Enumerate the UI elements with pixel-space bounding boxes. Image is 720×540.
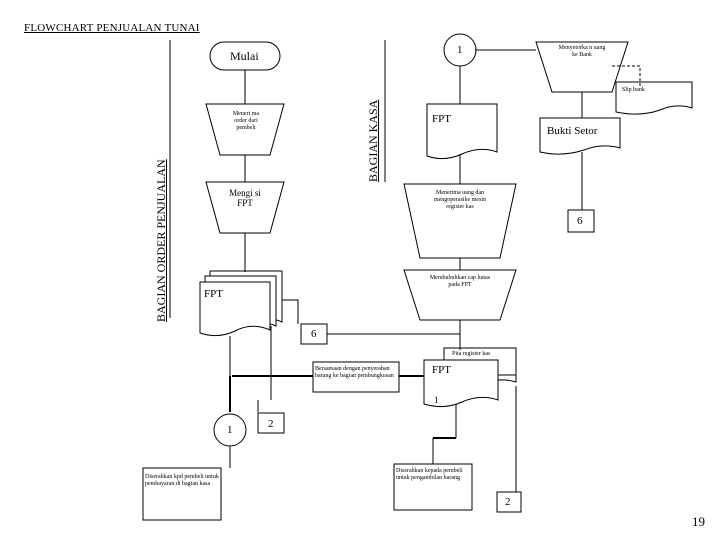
connector-1-label: 1 bbox=[227, 424, 233, 436]
fill-fpt-manual-op bbox=[205, 181, 285, 234]
fpt-doc-front bbox=[199, 281, 271, 337]
page-title: FLOWCHART PENJUALAN TUNAI bbox=[24, 22, 200, 34]
kasa-fpt-label: FPT bbox=[432, 113, 451, 125]
lane-label-kasa: BAGIAN KASA bbox=[366, 99, 380, 182]
receive-order-label: Meneri ma order dari pembeli bbox=[232, 111, 260, 131]
kasa-fpt-doc-2 bbox=[423, 359, 499, 408]
flow-line bbox=[282, 299, 299, 324]
send-note-label: Diserahkan kpd pembeli untuk pembayaran … bbox=[145, 474, 219, 487]
stamp-manual-op bbox=[403, 269, 517, 321]
slip-doc bbox=[615, 81, 693, 115]
proof-doc bbox=[539, 117, 621, 155]
proof-label: Bukti Setor bbox=[547, 125, 598, 137]
connector-6-label: 6 bbox=[311, 328, 317, 340]
flow-line-dashed bbox=[612, 65, 641, 88]
register-strip-label: Pita register kas bbox=[452, 351, 491, 357]
kasa-off-page-connector-2 bbox=[496, 491, 522, 513]
stamp-label: Membubuhkan cap lunas pada FPT bbox=[429, 275, 491, 288]
off-page-connector-2 bbox=[257, 412, 285, 434]
connector-2-label: 2 bbox=[268, 418, 274, 430]
page-number: 19 bbox=[692, 514, 705, 529]
together-note-label: Bersamaan dengan penyerahan barang ke ba… bbox=[315, 366, 394, 379]
receive-money-label: Menerima uang dan mengoperasike mesin re… bbox=[433, 190, 487, 210]
order-fpt-label: FPT bbox=[204, 288, 223, 300]
slip-label: Slip bank bbox=[622, 87, 645, 93]
receive-money-manual-op bbox=[403, 183, 517, 259]
kasa-connector-2-label: 2 bbox=[505, 496, 511, 508]
kasa-off-page-connector-6 bbox=[567, 209, 595, 233]
deposit-label: Menyetorka n uang ke Bank bbox=[558, 45, 606, 58]
kasa-fpt-doc bbox=[426, 103, 498, 160]
deposit-manual-op bbox=[535, 41, 629, 93]
start-label: Mulai bbox=[230, 49, 259, 63]
note-to-buyer bbox=[142, 467, 222, 521]
handover-note-label: Diserahkan kepada pembeli untuk pengambi… bbox=[396, 468, 463, 481]
receive-order-manual-op bbox=[205, 103, 285, 156]
kasa-connector-6-label: 6 bbox=[577, 215, 583, 227]
fill-fpt-label: Mengi si FPT bbox=[229, 188, 261, 208]
lane-label-order: BAGIAN ORDER PENJUALAN bbox=[154, 159, 168, 322]
kasa-fpt2-number: 1 bbox=[434, 395, 439, 405]
note-handover bbox=[393, 463, 473, 511]
kasa-connector-1-label: 1 bbox=[457, 44, 463, 56]
kasa-fpt2-label: FPT bbox=[432, 364, 451, 376]
